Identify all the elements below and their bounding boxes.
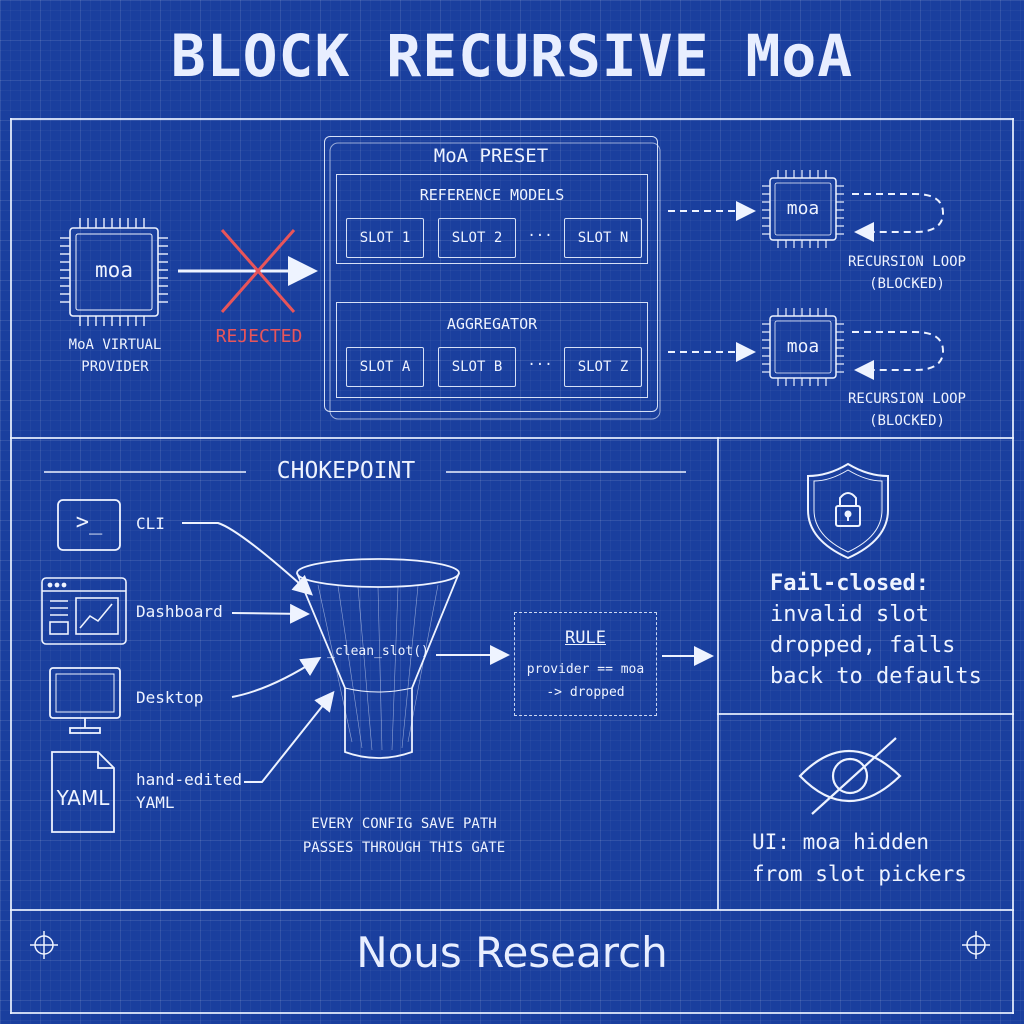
- ui-hidden-text: UI: moa hidden from slot pickers: [752, 826, 967, 890]
- frame-bottom-divider: [10, 909, 1014, 911]
- aggregator-slot-z[interactable]: SLOT Z: [564, 347, 642, 387]
- ui-hidden-line1: UI: moa hidden: [752, 830, 930, 854]
- rejected-label: REJECTED: [215, 326, 303, 347]
- provider-caption-line2: PROVIDER: [81, 359, 149, 375]
- recursion-loop-arrow: [852, 193, 945, 242]
- yaml-glyph: YAML: [56, 786, 110, 810]
- frame-bottom-border: [10, 1012, 1014, 1014]
- yaml-label-line1: hand-edited: [136, 770, 242, 789]
- recursion-caption: RECURSION LOOP (BLOCKED): [826, 251, 988, 295]
- reference-slot-1[interactable]: SLOT 1: [346, 218, 424, 258]
- provider-caption-line1: MoA VIRTUAL: [68, 337, 162, 353]
- rule-line1: provider == moa: [526, 662, 645, 677]
- aggregator-box: [336, 302, 648, 398]
- fail-closed-line2: invalid slot: [770, 602, 929, 627]
- aggregator-slot-ellipsis: ···: [527, 357, 553, 373]
- aggregator-title: AGGREGATOR: [446, 315, 538, 333]
- reference-slot-2[interactable]: SLOT 2: [438, 218, 516, 258]
- moa-provider-chip-icon: [60, 218, 168, 326]
- frame-right-border: [1012, 118, 1014, 1014]
- fail-closed-line1: Fail-closed:: [770, 571, 929, 596]
- funnel-label: _clean_slot(): [327, 644, 429, 659]
- page-title: BLOCK RECURSIVE MoA: [170, 22, 854, 90]
- aggregator-slot-b[interactable]: SLOT B: [438, 347, 516, 387]
- crosshair-icon: [30, 931, 58, 959]
- recursion-caption-line2: (BLOCKED): [869, 413, 945, 429]
- yaml-arrow: [244, 690, 335, 783]
- rule-line2: -> dropped: [546, 685, 625, 700]
- frame-right-split: [717, 713, 1014, 715]
- moa-recursion-chip-icon: [762, 170, 844, 248]
- yaml-label: hand-edited YAML: [136, 768, 242, 814]
- ui-hidden-line2: from slot pickers: [752, 862, 967, 886]
- dashboard-icon: [41, 577, 127, 645]
- frame-vertical-divider: [717, 437, 719, 910]
- frame-top-divider: [10, 118, 1014, 120]
- fail-closed-line4: back to defaults: [770, 664, 982, 689]
- frame-middle-divider: [10, 437, 1014, 439]
- desktop-arrow: [231, 656, 322, 698]
- funnel-icon: [296, 558, 460, 759]
- dashboard-arrow: [231, 603, 310, 624]
- recursion-caption: RECURSION LOOP (BLOCKED): [826, 388, 988, 432]
- chokepoint-caption-line1: EVERY CONFIG SAVE PATH: [311, 816, 497, 832]
- reference-slot-ellipsis: ···: [527, 228, 553, 244]
- moa-recursion-chip-icon: [762, 308, 844, 386]
- moa-preset-title: MoA PRESET: [433, 145, 549, 167]
- yaml-label-line2: YAML: [136, 793, 175, 812]
- crosshair-icon: [962, 931, 990, 959]
- recursion-caption-line2: (BLOCKED): [869, 276, 945, 292]
- recursion-caption-line1: RECURSION LOOP: [847, 254, 966, 270]
- provider-caption: MoA VIRTUAL PROVIDER: [40, 334, 190, 378]
- chokepoint-caption: EVERY CONFIG SAVE PATH PASSES THROUGH TH…: [262, 812, 546, 860]
- monitor-icon: [49, 667, 121, 734]
- terminal-glyph: >_: [75, 510, 103, 535]
- recursion-caption-line1: RECURSION LOOP: [847, 391, 966, 407]
- chokepoint-caption-line2: PASSES THROUGH THIS GATE: [302, 840, 506, 856]
- rule-title: RULE: [565, 628, 606, 648]
- chokepoint-title: CHOKEPOINT: [276, 458, 416, 484]
- recursion-chip-label: moa: [786, 336, 820, 357]
- desktop-label: Desktop: [136, 688, 204, 707]
- rejected-x-icon: [220, 229, 296, 313]
- moa-preset-box: [324, 136, 658, 412]
- reference-slot-n[interactable]: SLOT N: [564, 218, 642, 258]
- footer-brand: Nous Research: [356, 928, 668, 977]
- cli-label: CLI: [136, 514, 165, 533]
- recursion-loop-arrow: [852, 331, 945, 380]
- aggregator-slot-a[interactable]: SLOT A: [346, 347, 424, 387]
- recursion-chip-label: moa: [786, 198, 820, 219]
- fail-closed-line3: dropped, falls: [770, 633, 956, 658]
- reference-models-box: [336, 174, 648, 264]
- frame-left-border: [10, 118, 12, 1014]
- fail-closed-text: Fail-closed: invalid slot dropped, falls…: [770, 568, 982, 692]
- rule-box: [514, 612, 657, 716]
- shield-lock-icon: [807, 462, 889, 560]
- yaml-file-icon: [51, 751, 115, 833]
- eye-slash-icon: [798, 737, 902, 815]
- terminal-icon: [57, 499, 121, 551]
- cli-arrow: [182, 522, 313, 596]
- provider-chip-label: moa: [95, 258, 133, 282]
- dashboard-label: Dashboard: [136, 602, 223, 621]
- reference-models-title: REFERENCE MODELS: [419, 186, 565, 204]
